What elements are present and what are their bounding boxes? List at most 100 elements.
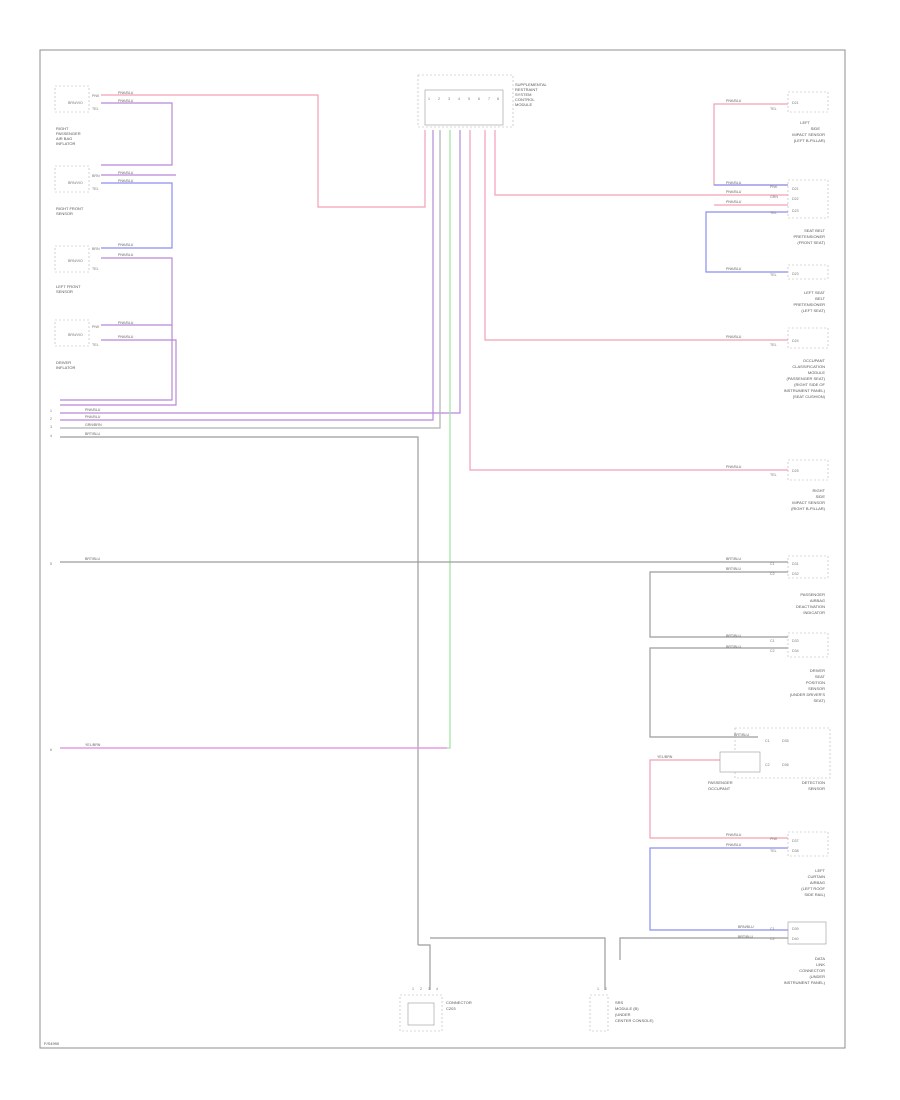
component-label: SIDE bbox=[816, 494, 826, 499]
component-label: RIGHT FRONT bbox=[56, 206, 84, 211]
connector-code: D36 bbox=[782, 763, 789, 767]
right-component-5: PNK/BLU TEL D25 RIGHT SIDE IMPACT SENSOR… bbox=[726, 459, 829, 511]
component-label: SENSOR bbox=[56, 211, 73, 216]
wire-blue-c2 bbox=[101, 182, 173, 249]
component-label: DETECTION bbox=[802, 780, 825, 785]
component-label: (PASSENGER SEAT) bbox=[786, 376, 825, 381]
pin-label: TEL bbox=[770, 211, 777, 215]
wire-code: PNK/BLU bbox=[118, 99, 134, 103]
pin-label: C1 bbox=[770, 927, 775, 931]
module-pin: 1 bbox=[428, 97, 430, 101]
bottom-component-2: 1 2 SRS MODULE (B) (UNDER CENTER CONSOLE… bbox=[589, 987, 654, 1032]
bus-number: 5 bbox=[50, 562, 52, 566]
pin-label: C2 bbox=[770, 937, 775, 941]
wire-code: BRT/BLU bbox=[734, 733, 750, 737]
wire-code: YEL/BRN bbox=[657, 755, 673, 759]
wire-blue-lr bbox=[649, 847, 788, 931]
connector-code: D37 bbox=[792, 839, 799, 843]
right-component-9: PNK/BLU PNK/BLU PNK TEL D37 D38 LEFT CUR… bbox=[726, 831, 829, 897]
module-pin-row: 1 2 3 4 5 6 7 8 bbox=[428, 97, 499, 101]
wire-pink-r1 bbox=[494, 130, 788, 196]
pin-label: BRN/VIO bbox=[68, 181, 83, 185]
left-bus: 1 PNK/BLU 2 PNK/BLU 3 GRN/BRN 4 BRT/BLU … bbox=[50, 408, 102, 752]
pin-label: TEL bbox=[770, 107, 777, 111]
wire-gray-r1 bbox=[649, 571, 788, 638]
wire-layer bbox=[60, 94, 788, 990]
connector-code: D21 bbox=[792, 101, 799, 105]
wire-code: PNK/BLU bbox=[118, 321, 134, 325]
module-pin: 4 bbox=[458, 97, 460, 101]
component-label: LEFT bbox=[800, 120, 810, 125]
component-label: SIDE RAIL) bbox=[804, 892, 825, 897]
component-label: CLASSIFICATION bbox=[792, 364, 825, 369]
pin-label: 1 bbox=[412, 987, 414, 991]
pin-label: 1 bbox=[597, 987, 599, 991]
component-label: (RIGHT B-PILLAR) bbox=[791, 506, 826, 511]
connector-code: D34 bbox=[792, 649, 799, 653]
connector-code: D21 bbox=[792, 187, 799, 191]
component-label: INFLATOR bbox=[56, 141, 76, 146]
bus-wire-code: YEL/BRN bbox=[85, 743, 101, 747]
component-label: INSTRUMENT PANEL) bbox=[784, 388, 826, 393]
pin-label: C2 bbox=[765, 763, 770, 767]
pin-label: TEL bbox=[770, 473, 777, 477]
component-label: (UNDER DRIVER'S bbox=[790, 692, 826, 697]
pin-label: C1 bbox=[770, 562, 775, 566]
connector-code: D31 bbox=[792, 562, 799, 566]
left-connector-2: BRN BRN/VIO TEL PNK/BLU PNK/BLU RIGHT FR… bbox=[54, 165, 134, 216]
connector-code: D40 bbox=[792, 937, 799, 941]
srs-control-module: 1 2 3 4 5 6 7 8 SUPPLEMENTAL RESTRAINT S… bbox=[417, 74, 547, 128]
component-label: LEFT FRONT bbox=[56, 284, 81, 289]
component-label: PRETENSIONER bbox=[793, 234, 825, 239]
wire-pink-top bbox=[101, 94, 426, 208]
wire-code: PNK/BLU bbox=[726, 200, 742, 204]
wire-bus-2 bbox=[60, 130, 434, 421]
pin-label: PNK bbox=[92, 94, 100, 98]
connector-code: D35 bbox=[782, 739, 789, 743]
wire-violet-c3 bbox=[101, 257, 173, 326]
component-label: RIGHT bbox=[813, 488, 826, 493]
wire-code: PNK/BLU bbox=[118, 253, 134, 257]
component-label: BELT bbox=[815, 296, 825, 301]
right-component-3: PNK/BLU TEL D23 LEFT SEAT BELT PRETENSIO… bbox=[726, 264, 829, 313]
component-label: SENSOR bbox=[808, 686, 825, 691]
pin-label: BRN/VIO bbox=[68, 259, 83, 263]
component-label: CONNECTOR bbox=[446, 1000, 472, 1005]
wire-code: PNK/BLU bbox=[726, 99, 742, 103]
bus-wire-code: BRT/BLU bbox=[85, 557, 101, 561]
component-label: AIR BAG bbox=[56, 136, 72, 141]
pin-label: BRN/VIO bbox=[68, 333, 83, 337]
pin-label: 4 bbox=[436, 987, 438, 991]
component-label: PASSENGER bbox=[56, 131, 81, 136]
wire-code: PNK/BLU bbox=[118, 335, 134, 339]
component-label: (LEFT B-PILLAR) bbox=[794, 138, 826, 143]
wire-violet-c4 bbox=[60, 339, 177, 406]
pin-label: 2 bbox=[420, 987, 422, 991]
bus-wire-code: PNK/BLU bbox=[85, 408, 101, 412]
wire-code: BRT/BLU bbox=[726, 557, 742, 561]
component-label: (UNDER bbox=[615, 1012, 631, 1017]
bus-number: 1 bbox=[50, 409, 52, 413]
bus-wire-code: PNK/BLU bbox=[85, 415, 101, 419]
component-label: LEFT bbox=[815, 868, 825, 873]
pin-label: C2 bbox=[770, 649, 775, 653]
pin-label: TEL bbox=[92, 343, 99, 347]
right-component-7: BRT/BLU BRT/BLU C1 C2 D33 D34 DRIVER SEA… bbox=[726, 632, 829, 703]
component-label: CONNECTOR bbox=[799, 968, 825, 973]
pin-label: 3 bbox=[428, 987, 430, 991]
wire-code: PNK/BLU bbox=[726, 190, 742, 194]
component-label: INSTRUMENT PANEL) bbox=[784, 980, 826, 985]
bus-number: 4 bbox=[50, 434, 52, 438]
bus-wire-code: BRT/BLU bbox=[85, 432, 101, 436]
component-label: PRETENSIONER bbox=[793, 302, 825, 307]
diagram-code: F/S4990 bbox=[44, 1041, 60, 1046]
pin-label: BRN bbox=[92, 174, 100, 178]
bottom-component-1: 1 2 3 4 CONNECTOR C203 bbox=[399, 987, 472, 1032]
wire-gray-b1 bbox=[418, 944, 431, 990]
wire-violet-c1 bbox=[101, 102, 173, 166]
connector-code: D38 bbox=[792, 849, 799, 853]
connector-code: D33 bbox=[792, 639, 799, 643]
pin-label: C2 bbox=[770, 572, 775, 576]
wire-code: PNK/BLU bbox=[726, 267, 742, 271]
